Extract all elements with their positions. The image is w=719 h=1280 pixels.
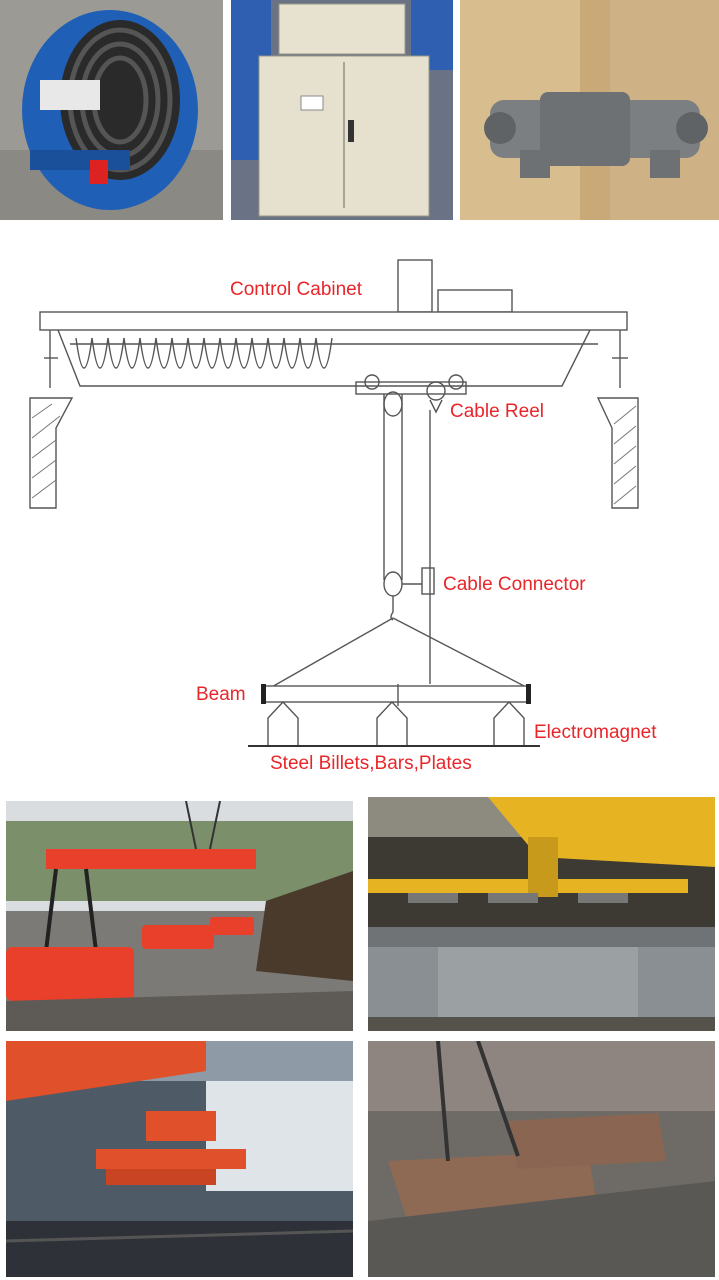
yellow-crane-billets-photo <box>368 797 715 1031</box>
electromagnet-center <box>376 700 408 747</box>
aux-cabinet-box <box>437 289 513 313</box>
label-beam: Beam <box>196 684 246 705</box>
control-cabinet-photo <box>231 0 453 220</box>
trolley <box>355 381 467 395</box>
cable-connector-photo <box>460 0 719 220</box>
festoon-cable <box>75 337 333 369</box>
girder-underframe <box>57 329 591 387</box>
control-cabinet-box <box>397 259 433 313</box>
right-runway-wall <box>596 397 639 509</box>
electromagnet-left <box>267 700 299 747</box>
label-cable-reel: Cable Reel <box>450 401 544 422</box>
label-cable-connector: Cable Connector <box>443 574 586 595</box>
cable-reel-drum <box>426 381 446 401</box>
electromagnet-rebar-photo <box>368 1041 715 1277</box>
electromagnet-right <box>493 700 525 747</box>
label-electromagnet: Electromagnet <box>534 722 657 743</box>
label-control-cabinet: Control Cabinet <box>230 279 363 300</box>
cable-connector <box>421 567 435 595</box>
lifting-beam <box>261 685 531 703</box>
cable-reel-photo <box>0 0 223 220</box>
label-load: Steel Billets,Bars,Plates <box>270 753 472 774</box>
crane-diagram: Control Cabinet Cable Reel Cable Connect… <box>0 228 719 788</box>
left-runway-wall <box>29 397 74 509</box>
crane-girder <box>39 311 628 331</box>
red-electromagnet-beam-photo <box>6 801 353 1031</box>
orange-crane-plates-photo <box>6 1041 353 1277</box>
